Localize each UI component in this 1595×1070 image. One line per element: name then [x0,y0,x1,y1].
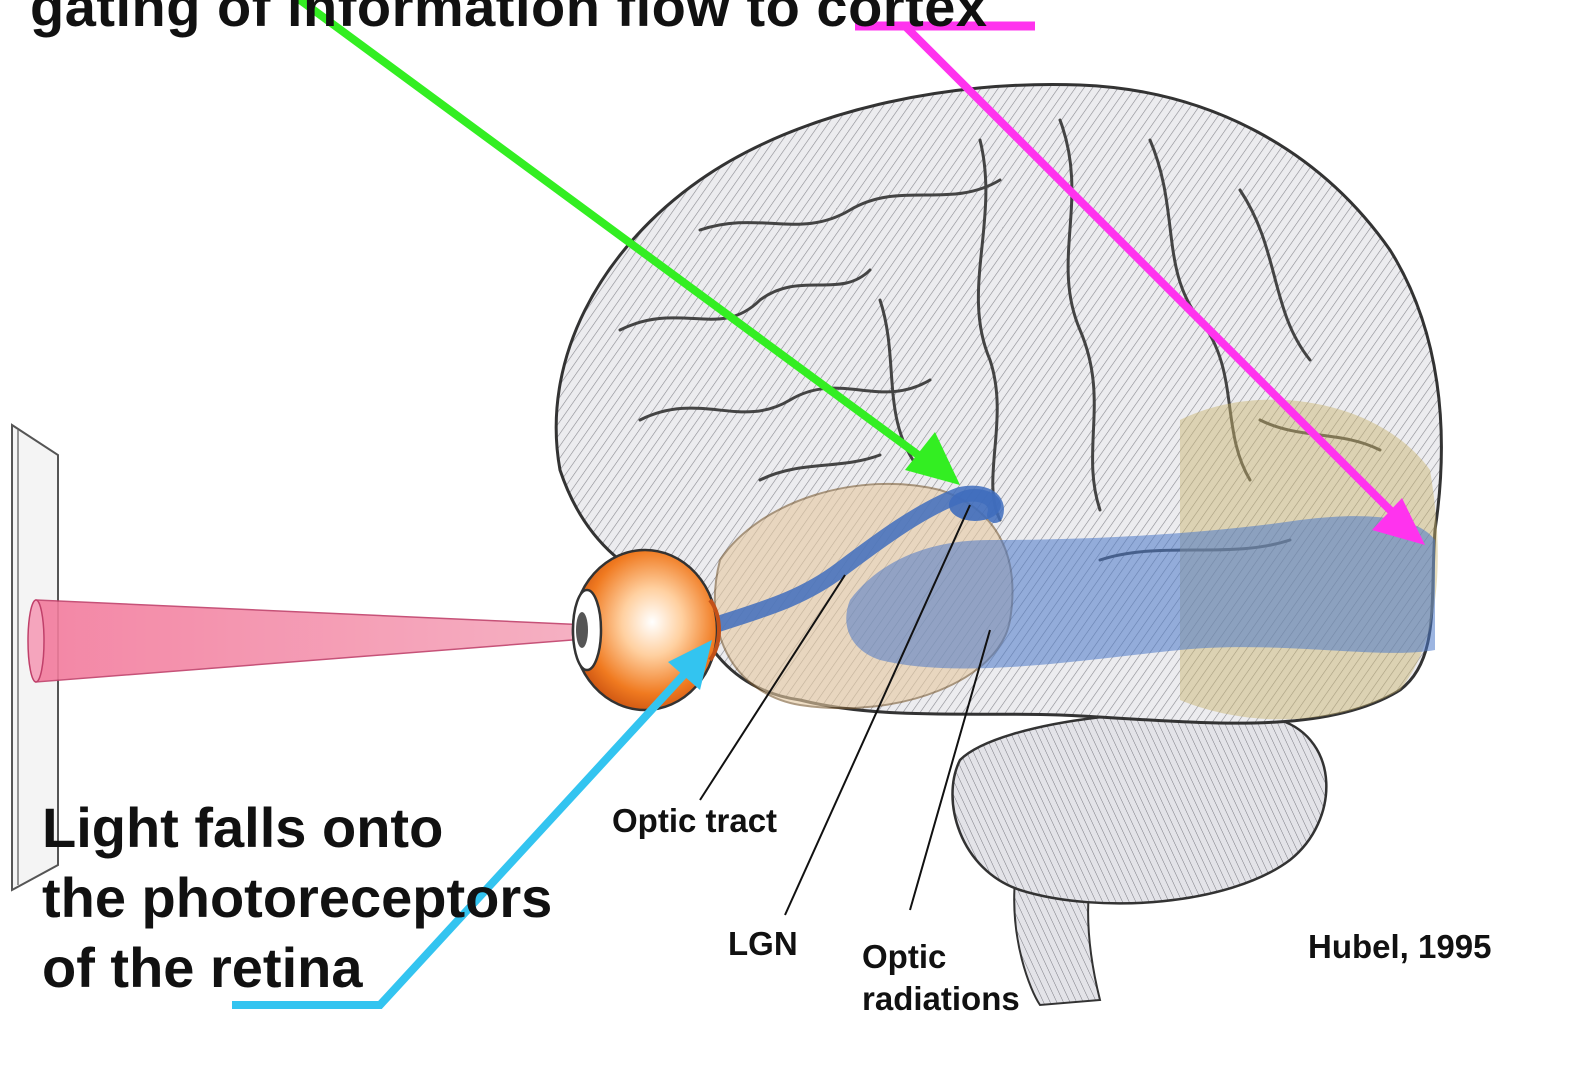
caption-line-2: the photoreceptors [42,870,552,926]
label-optic-radiations-1: Optic [862,938,946,976]
brain-illustration [556,84,1441,1005]
lgn-nucleus [949,489,1001,521]
caption-line-3: of the retina [42,940,362,996]
citation: Hubel, 1995 [1308,928,1491,966]
label-lgn: LGN [728,925,798,963]
page-title: gating of information flow to cortex [30,0,988,39]
label-optic-tract: Optic tract [612,802,777,840]
retina-word: retina [210,936,363,999]
label-optic-radiations-2: radiations [862,980,1020,1018]
caption-line-3-prefix: of the [42,936,210,999]
cerebellum [953,712,1327,903]
caption-line-1: Light falls onto [42,800,443,856]
